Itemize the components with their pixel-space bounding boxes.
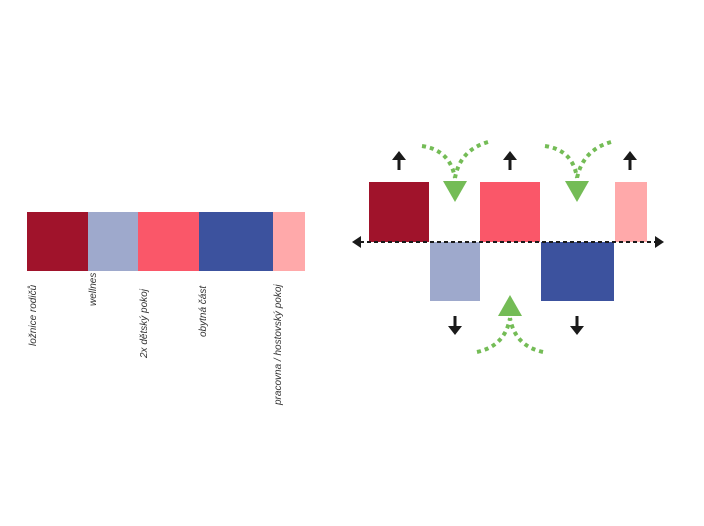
up-arrow-icon [623, 151, 637, 170]
legend-block-pracovna [273, 212, 305, 271]
legend-block-obytna-cast [199, 212, 273, 271]
legend-block-wellnes [88, 212, 138, 271]
up-arrow-icon [503, 151, 517, 170]
green-merge-arrow-icon [544, 140, 612, 179]
green-merge-arrow-icon [476, 317, 544, 354]
up-arrow-icon [392, 151, 406, 170]
diagram-block-pracovna [615, 182, 647, 242]
diagram-block-loznice [369, 182, 429, 242]
diagram-block-detsky-pokoj [480, 182, 540, 242]
down-arrow-icon [570, 316, 584, 335]
down-arrow-icon [448, 316, 462, 335]
green-arrowhead-icon [565, 181, 589, 202]
diagram-block-obytna-cast [541, 242, 614, 301]
green-merge-arrow-icon [421, 140, 489, 179]
diagram-block-wellnes [430, 242, 480, 301]
green-arrowhead-icon [443, 181, 467, 202]
green-arrowhead-icon [498, 295, 522, 316]
axis-line [352, 236, 664, 248]
legend-block-detsky-pokoj [138, 212, 199, 271]
legend-block-loznice [27, 212, 88, 271]
